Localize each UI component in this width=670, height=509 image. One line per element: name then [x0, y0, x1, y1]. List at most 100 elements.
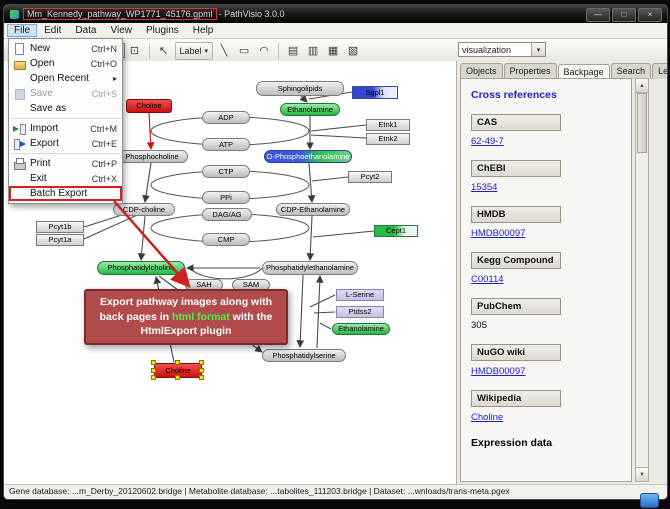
pathway-node-cdp-ethanolamine[interactable]: CDP-Ethanolamine — [276, 203, 350, 216]
selection-handle[interactable] — [151, 360, 156, 365]
shape-tool-icon[interactable]: ▭ — [238, 45, 250, 57]
line-tool-icon[interactable]: ╲ — [220, 45, 228, 57]
fit-page-icon[interactable]: ⊡ — [129, 45, 140, 57]
selection-handle[interactable] — [199, 360, 204, 365]
minimize-button[interactable]: — — [586, 8, 610, 22]
pathway-node-dag[interactable]: DAG/AG — [202, 208, 252, 221]
scroll-down-icon[interactable]: ▼ — [636, 467, 648, 481]
crossref-id-link[interactable]: HMDB00097 — [471, 366, 526, 377]
distribute-vertical-icon[interactable]: ▧ — [347, 45, 359, 57]
pathway-node-ethanolamine-top[interactable]: Ethanolamine — [280, 103, 340, 116]
menubar-item-data[interactable]: Data — [75, 25, 97, 36]
tab-search[interactable]: Search — [610, 63, 652, 79]
pathway-node-pcyt1a[interactable]: Pcyt1a — [36, 234, 84, 246]
file-menu-item-save-as[interactable]: Save as — [9, 101, 122, 116]
menu-item-label: Import — [30, 123, 59, 134]
crossref-id-link[interactable]: 15354 — [471, 182, 498, 193]
crossref-id-link[interactable]: C00114 — [471, 274, 504, 285]
menubar-item-plugins[interactable]: Plugins — [145, 25, 179, 36]
pathway-node-cept1[interactable]: Cept1 — [374, 225, 418, 237]
pathway-node-cmp[interactable]: CMP — [202, 233, 250, 246]
window-title-suffix: - PathVisio 3.0.0 — [218, 9, 285, 19]
visualization-combobox[interactable]: visualization ▾ — [458, 42, 546, 57]
tab-legend[interactable]: Legend — [652, 63, 667, 79]
pathway-node-phosphatidylethanolamine[interactable]: Phosphatidylethanolamine — [262, 261, 358, 275]
pathway-node-l-serine[interactable]: L-Serine — [336, 289, 384, 301]
pathway-node-phosphatidylcholine[interactable]: Phosphatidylcholine — [97, 261, 185, 275]
selection-handle[interactable] — [175, 360, 180, 365]
scrollbar-thumb[interactable] — [637, 93, 647, 153]
selection-handle[interactable] — [199, 375, 204, 380]
pathway-node-etnk1[interactable]: Etnk1 — [366, 119, 410, 131]
print-icon — [13, 157, 26, 170]
pathway-node-phosphocholine[interactable]: Phosphocholine — [116, 150, 188, 163]
pathway-node-etnk2[interactable]: Etnk2 — [366, 133, 410, 145]
pathway-node-pcyt1b[interactable]: Pcyt1b — [36, 221, 84, 233]
tab-properties[interactable]: Properties — [503, 63, 557, 79]
menubar-item-edit[interactable]: Edit — [44, 25, 62, 36]
arc-tool-icon[interactable]: ◠ — [259, 45, 269, 57]
maximize-button[interactable]: □ — [612, 8, 636, 22]
pathway-edge — [310, 124, 367, 132]
pathway-node-sphingolipids[interactable]: Sphingolipids — [256, 81, 344, 96]
distribute-horizontal-icon[interactable]: ▦ — [327, 45, 339, 57]
pathway-node-o-phosphoethanolamine[interactable]: O-Phosphoethanolamine — [264, 150, 352, 163]
pathway-node-adp[interactable]: ADP — [202, 111, 250, 124]
file-menu-item-batch-export[interactable]: Batch Export — [9, 186, 122, 201]
selection-handle[interactable] — [151, 375, 156, 380]
pathway-node-cdp-choline[interactable]: CDP-choline — [113, 203, 175, 216]
pathway-node-ppi[interactable]: PPi — [202, 191, 250, 204]
selection-handle[interactable] — [175, 375, 180, 380]
pathway-node-ethanolamine-low[interactable]: Ethanolamine — [332, 323, 390, 335]
panel-scrollbar[interactable]: ▲ ▼ — [635, 78, 649, 482]
crossref-id-link[interactable]: Choline — [471, 412, 504, 423]
toolbar-separator — [148, 42, 150, 59]
label-tool-button[interactable]: Label ▾ — [174, 41, 214, 60]
pathway-node-atp[interactable]: ATP — [202, 138, 250, 151]
align-horizontal-icon[interactable]: ▤ — [287, 45, 299, 57]
pathway-node-phosphatidylserine[interactable]: Phosphatidylserine — [262, 349, 346, 362]
pathway-node-ptdss2[interactable]: Ptdss2 — [336, 306, 384, 318]
title-bar[interactable]: Mm_Kennedy_pathway_WP1771_45176.gpml - P… — [4, 5, 667, 23]
pathvisio-window: Mm_Kennedy_pathway_WP1771_45176.gpml - P… — [3, 4, 668, 500]
close-button[interactable]: × — [638, 8, 662, 22]
pathway-node-ctp[interactable]: CTP — [202, 165, 250, 178]
selection-handle[interactable] — [151, 367, 156, 373]
align-vertical-icon[interactable]: ▥ — [307, 45, 319, 57]
blank-icon — [13, 73, 26, 85]
pathway-edge — [137, 215, 146, 261]
window-title-filename: Mm_Kennedy_pathway_WP1771_45176.gpml — [23, 8, 217, 20]
scroll-up-icon[interactable]: ▲ — [636, 79, 648, 93]
pathvisio-logo-icon — [10, 9, 19, 19]
menubar-item-file[interactable]: File — [7, 24, 38, 37]
window-controls: — □ × — [586, 8, 662, 22]
tab-objects[interactable]: Objects — [460, 63, 503, 79]
pathway-edge — [83, 211, 145, 240]
pathway-node-choline-top[interactable]: Choline — [126, 99, 172, 113]
blank-icon — [13, 188, 26, 200]
page-icon — [13, 42, 26, 55]
crossref-id-link[interactable]: 62-49-7 — [471, 136, 504, 147]
menubar-item-help[interactable]: Help — [192, 25, 214, 36]
crossref-id-link[interactable]: HMDB00097 — [471, 228, 526, 239]
pointer-tool-icon[interactable]: ↖ — [158, 45, 169, 57]
selection-handle[interactable] — [199, 367, 204, 373]
tab-backpage[interactable]: Backpage — [557, 64, 610, 80]
visualization-dropdown-arrow-icon[interactable]: ▾ — [531, 43, 545, 56]
pathway-node-pcyt2[interactable]: Pcyt2 — [348, 171, 392, 183]
menu-bar: File Edit Data View Plugins Help — [4, 23, 667, 39]
file-menu-item-open-recent[interactable]: Open Recent▸ — [9, 71, 122, 86]
pathway-node-sgpl1[interactable]: Sgpl1 — [352, 86, 398, 99]
menubar-item-view[interactable]: View — [110, 25, 132, 36]
